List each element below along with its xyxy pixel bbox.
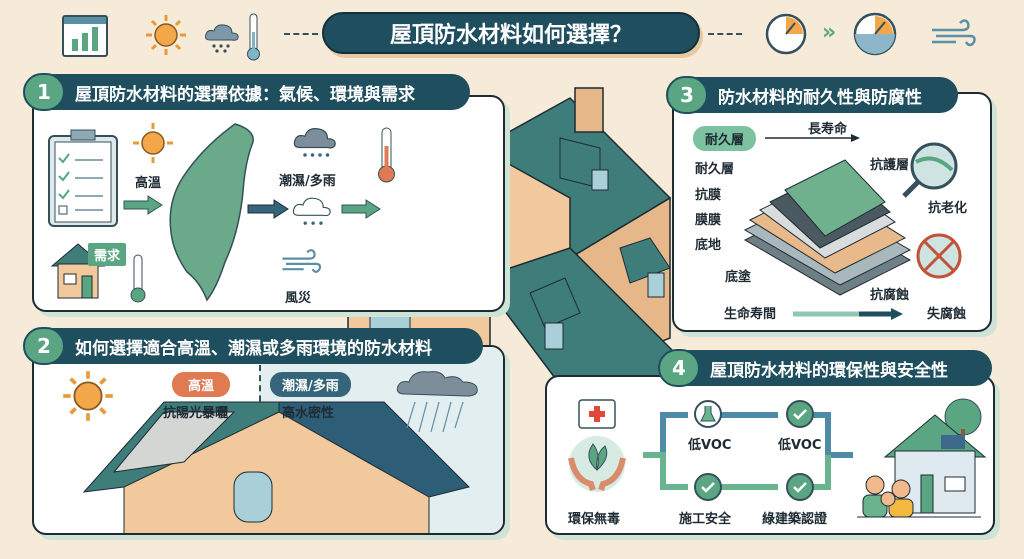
sun-resistance-label: 抗陽光暴曬	[163, 406, 229, 421]
section-2-header: 2 如何選擇適合高溫、潮濕或多雨環境的防水材料	[23, 327, 483, 365]
section-title: 屋頂防水材料的選擇依據：氣候、環境與需求	[75, 84, 415, 105]
layer-label: 底地	[695, 238, 722, 253]
wind-icon	[282, 249, 322, 273]
roof-illustration	[82, 401, 470, 533]
taiwan-map	[169, 123, 254, 302]
chart-icon	[62, 15, 108, 57]
section-1-header: 1 屋頂防水材料的選擇依據：氣候、環境與需求	[23, 73, 470, 111]
gauge-icon	[765, 13, 807, 55]
progress-arrow	[793, 308, 903, 320]
no-corrosion-icon	[916, 233, 962, 279]
corrosion-loss-label: 失腐蝕	[927, 307, 967, 322]
anti-corrosion-label: 抗腐蝕	[870, 288, 910, 303]
section-title: 如何選擇適合高溫、潮濕或多雨環境的防水材料	[75, 338, 432, 359]
arrow-right-icon	[765, 134, 860, 142]
thermometer-icon	[378, 127, 395, 183]
flask-icon	[694, 400, 722, 428]
check-icon	[786, 400, 814, 428]
section-number: 2	[23, 327, 65, 365]
section-title: 屋頂防水材料的環保性與安全性	[710, 360, 948, 381]
check-icon	[694, 473, 722, 501]
divider-dash	[284, 33, 318, 35]
watertight-label: 高水密性	[282, 406, 335, 421]
sun-icon	[146, 15, 186, 55]
chevron-right-icon: »	[822, 20, 837, 45]
magnifier-icon	[902, 142, 958, 198]
humid-rain-tag: 潮濕/多雨	[270, 372, 351, 397]
green-building-label: 綠建築認證	[762, 512, 828, 527]
demand-flag: 需求	[88, 243, 127, 266]
wind-label: 風災	[285, 291, 312, 306]
gauge-icon	[853, 12, 897, 56]
thermometer-icon	[130, 254, 146, 303]
rain-cloud-icon	[396, 371, 478, 433]
long-life-label: 長寿命	[808, 122, 848, 137]
section-number: 3	[666, 76, 708, 114]
life-span-label: 生命寿間	[724, 307, 777, 322]
check-icon	[786, 473, 814, 501]
section-3-header: 3 防水材料的耐久性與防腐性	[666, 76, 958, 114]
humid-rain-label: 潮濕/多雨	[279, 174, 336, 189]
section-number: 4	[658, 349, 700, 387]
layer-label: 膜膜	[695, 213, 722, 228]
arrow-right-icon	[341, 199, 381, 219]
low-voc-label: 低VOC	[778, 438, 822, 453]
divider-dash	[708, 33, 742, 35]
layer-label: 耐久層	[695, 162, 735, 177]
family-house-icon	[857, 398, 987, 518]
wind-icon	[932, 19, 976, 47]
rain-cloud-icon	[293, 127, 336, 157]
house-icon	[50, 243, 106, 299]
low-voc-label: 低VOC	[688, 438, 732, 453]
construction-safety-label: 施工安全	[679, 512, 732, 527]
arrow-right-icon	[123, 195, 163, 215]
high-temp-tag: 高溫	[172, 372, 231, 397]
rain-cloud-icon	[205, 24, 239, 53]
eco-label: 環保無毒	[568, 512, 621, 527]
thermometer-icon	[247, 13, 260, 61]
high-temp-label: 高溫	[135, 176, 162, 191]
page-title: 屋頂防水材料如何選擇？	[322, 12, 700, 54]
section-4-header: 4 屋頂防水材料的環保性與安全性	[658, 349, 992, 387]
durable-layer-tag: 耐久層	[693, 126, 757, 151]
flow-arrows	[643, 412, 853, 490]
eco-hands-icon	[568, 399, 626, 492]
anti-aging-label: 抗老化	[928, 201, 968, 216]
protective-layer-label: 抗護層	[870, 158, 910, 173]
layer-stack-illustration	[743, 159, 912, 296]
arrow-right-icon	[247, 199, 289, 219]
cloud-rain-icon	[292, 197, 331, 225]
sun-icon	[63, 371, 113, 421]
section-title: 防水材料的耐久性與防腐性	[718, 87, 922, 108]
layer-label: 底塗	[725, 270, 752, 285]
sun-icon	[133, 123, 173, 163]
checklist-icon	[48, 129, 118, 227]
layer-label: 抗膜	[695, 188, 722, 203]
section-number: 1	[23, 73, 65, 111]
